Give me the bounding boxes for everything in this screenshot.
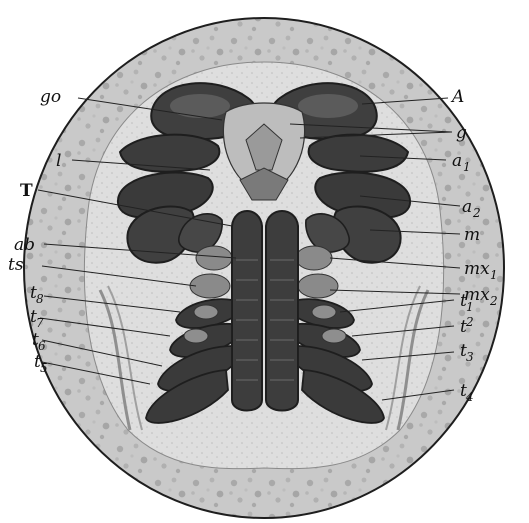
label-ab: ab	[14, 235, 35, 255]
lobe-highlight-left	[170, 94, 230, 118]
label-mx1: mx	[464, 259, 490, 279]
thorax-column-left	[232, 211, 262, 411]
label-t4-sub: 4	[465, 390, 474, 404]
label-t6-sub: 6	[38, 339, 46, 353]
label-a1-sub: 1	[463, 160, 471, 174]
label-go: go	[40, 87, 61, 107]
label-t5-sub: 5	[40, 361, 48, 375]
label-t8-sub: 8	[36, 292, 44, 306]
limb-mx1-right	[296, 246, 332, 270]
lobe-highlight-right	[298, 94, 358, 118]
label-A: A	[450, 87, 464, 107]
thorax-column-right	[266, 211, 298, 411]
label-t3-sub: 3	[466, 350, 474, 364]
label-a2: a	[462, 197, 472, 217]
label-l: l	[56, 151, 61, 171]
label-mx2-sub: 2	[489, 294, 498, 308]
label-t7-sub: 7	[36, 316, 44, 330]
limb-mx2-right	[298, 274, 338, 298]
label-g: g	[456, 123, 467, 143]
label-ts: ts	[8, 255, 24, 275]
label-mx1-sub: 1	[490, 268, 498, 282]
label-m: m	[464, 225, 480, 245]
label-T: T	[20, 181, 33, 201]
label-t2-sub: 2	[465, 315, 474, 329]
label-a2-sub: 2	[472, 206, 481, 220]
limb-mx1-left	[196, 246, 232, 270]
label-a1: a	[452, 151, 462, 171]
label-t1-sub: 1	[466, 300, 474, 314]
